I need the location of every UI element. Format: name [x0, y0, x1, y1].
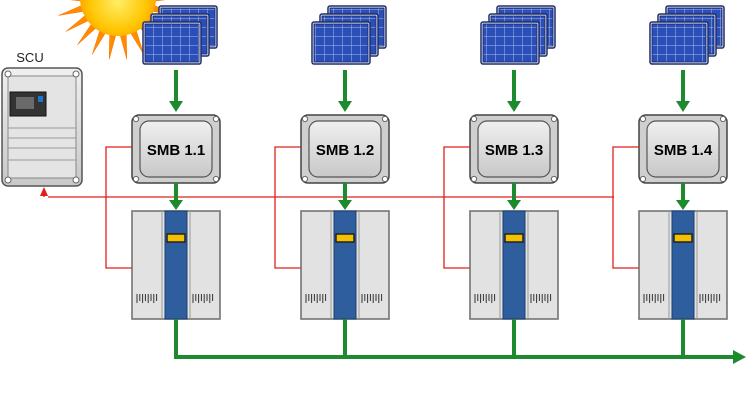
smb-label: SMB 1.4 — [654, 142, 713, 159]
inverter-cabinet[interactable] — [638, 210, 728, 320]
vent-grille — [136, 294, 158, 303]
comm-link — [612, 146, 639, 269]
power-arrow — [338, 70, 352, 112]
communication-bus — [40, 187, 614, 198]
power-arrow — [338, 183, 352, 210]
solar-panel-icon — [649, 5, 725, 65]
smb-label: SMB 1.1 — [147, 142, 205, 159]
inverter-cabinet[interactable] — [469, 210, 559, 320]
vent-grille — [474, 294, 496, 303]
comm-link — [443, 146, 470, 269]
comm-link — [105, 146, 132, 269]
inverter-cabinet[interactable] — [300, 210, 390, 320]
power-arrow — [507, 70, 521, 112]
vent-grille — [643, 294, 665, 303]
smb-box[interactable]: SMB 1.3 — [469, 114, 559, 184]
power-arrow — [676, 70, 690, 112]
pv-unit-3: SMB 1.3 — [443, 5, 559, 357]
pv-unit-4: SMB 1.4 — [612, 5, 728, 357]
pv-unit-2: SMB 1.2 — [274, 5, 390, 357]
power-arrow — [676, 183, 690, 210]
solar-panel-icon — [142, 5, 218, 65]
vent-grille — [361, 294, 383, 303]
scu-cabinet[interactable]: SCU — [1, 50, 83, 187]
power-arrow — [169, 70, 183, 112]
vent-grille — [192, 294, 214, 303]
smb-label: SMB 1.3 — [485, 142, 543, 159]
solar-panel-icon — [311, 5, 387, 65]
vent-grille — [699, 294, 721, 303]
power-arrow — [169, 183, 183, 210]
comm-link — [274, 146, 301, 269]
solar-panel-icon — [480, 5, 556, 65]
vent-grille — [530, 294, 552, 303]
smb-box[interactable]: SMB 1.2 — [300, 114, 390, 184]
ac-output-bus — [174, 322, 746, 364]
smb-label: SMB 1.2 — [316, 142, 374, 159]
inverter-cabinet[interactable] — [131, 210, 221, 320]
pv-unit-1: SMB 1.1 — [105, 5, 221, 357]
vent-grille — [305, 294, 327, 303]
power-arrow — [507, 183, 521, 210]
smb-box[interactable]: SMB 1.1 — [131, 114, 221, 184]
smb-box[interactable]: SMB 1.4 — [638, 114, 728, 184]
scu-label: SCU — [16, 50, 43, 65]
